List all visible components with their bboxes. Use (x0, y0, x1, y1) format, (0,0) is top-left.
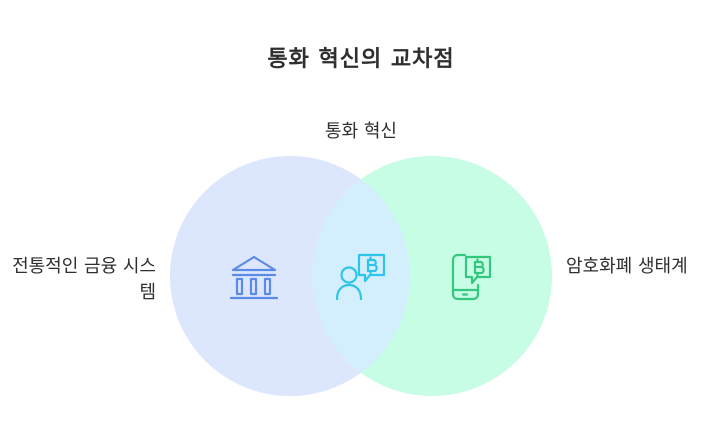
left-circle-label: 전통적인 금융 시스템 (12, 256, 156, 303)
bitcoin-user-icon (335, 253, 386, 301)
diagram-title: 통화 혁신의 교차점 (267, 46, 455, 72)
right-circle-label: 암호화폐 생태계 (566, 256, 688, 277)
bank-icon (229, 255, 279, 300)
overlap-region (312, 156, 410, 396)
intersection-label: 통화 혁신 (325, 121, 397, 142)
bitcoin-phone-icon (451, 253, 492, 301)
